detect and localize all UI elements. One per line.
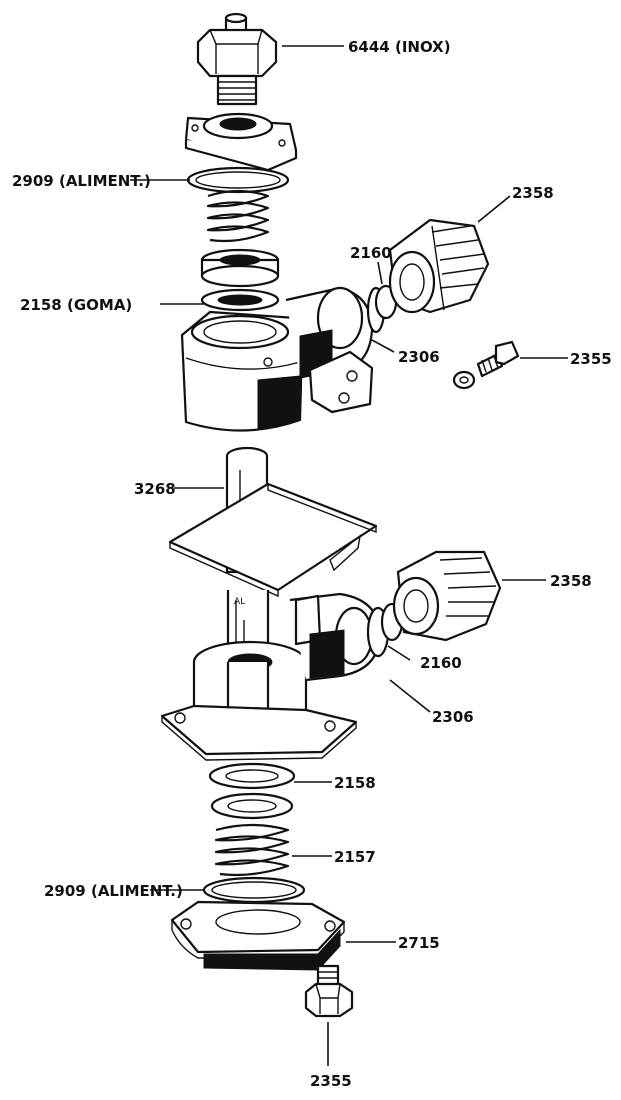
- label-2160-top: 2160: [350, 244, 392, 262]
- label-2355-right: 2355: [570, 350, 612, 368]
- part-plate: [168, 482, 378, 598]
- part-2358-mid-fitting: [392, 550, 502, 642]
- svg-text:AL: AL: [234, 597, 245, 607]
- part-top-flange: [184, 112, 298, 172]
- part-2909-bottom-oring: [202, 876, 306, 904]
- label-2715: 2715: [398, 934, 440, 952]
- part-2355-right-bolt: [452, 340, 520, 390]
- part-2157-spring: [214, 823, 290, 877]
- label-2158-goma: 2158 (GOMA): [20, 296, 132, 314]
- label-2358-mid: 2358: [550, 572, 592, 590]
- part-2306-2160-top: [366, 284, 398, 334]
- label-2306-mid: 2306: [432, 708, 474, 726]
- part-2355-bottom-bolt: [304, 964, 354, 1018]
- part-2909-top-oring: [186, 166, 290, 194]
- label-2157: 2157: [334, 848, 376, 866]
- part-top-spring: [206, 189, 270, 243]
- part-lower-body: AL: [160, 590, 382, 761]
- part-2715-bottom-cap: [170, 900, 346, 971]
- part-2358-top-fitting: [388, 218, 490, 314]
- label-2158: 2158: [334, 774, 376, 792]
- label-2306-top: 2306: [398, 348, 440, 366]
- part-6444-valve-cap: [196, 12, 278, 106]
- label-2355-bottom: 2355: [310, 1072, 352, 1090]
- part-2158-ring: [208, 762, 296, 820]
- label-2358-top: 2358: [512, 184, 554, 202]
- leader-lines: [130, 45, 568, 1066]
- part-upper-body: [180, 286, 374, 432]
- label-3268: 3268: [134, 480, 176, 498]
- part-2158-goma-rings: [200, 248, 280, 312]
- label-6444: 6444 (INOX): [348, 38, 451, 56]
- label-2909-bottom: 2909 (ALIMENT.): [44, 882, 183, 900]
- label-2160-mid: 2160: [420, 654, 462, 672]
- label-2909-top: 2909 (ALIMENT.): [12, 172, 151, 190]
- part-labels: 6444 (INOX) 2909 (ALIMENT.) 2358 2160 21…: [12, 38, 612, 1090]
